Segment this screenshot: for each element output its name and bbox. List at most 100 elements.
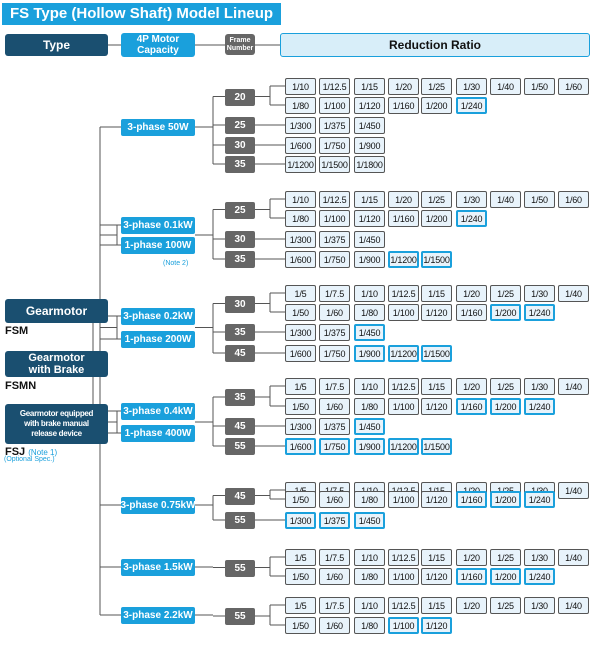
ratio-chip: 1/240 [524,304,555,321]
ratio-chip: 1/240 [524,491,555,508]
ratio-chip: 1/15 [421,549,452,566]
ratio-chip: 1/30 [524,378,555,395]
ratio-chip: 1/1500 [319,156,350,173]
ratio-chip: 1/10 [285,78,316,95]
note-1: (Note 1) [28,448,58,457]
ratio-chip: 1/450 [354,117,385,134]
ratio-chip: 1/900 [354,438,385,455]
ratio-chip: 1/200 [490,568,521,585]
ratio-chip: 1/60 [319,398,350,415]
ratio-chip: 1/15 [421,597,452,614]
frame-number-25-g2: 25 [225,201,255,219]
motor-capacity-2-2: 1-phase 100W [121,237,195,254]
ratio-chip: 1/10 [354,549,385,566]
ratio-chip: 1/5 [285,285,316,302]
ratio-chip: 1/15 [354,191,385,208]
motor-capacity-2-1: 3-phase 0.1kW [121,217,195,234]
header-type: Type [5,34,108,56]
ratio-chip: 1/20 [456,597,487,614]
ratio-chip: 1/160 [388,97,419,114]
motor-capacity-3-1: 3-phase 0.2kW [121,308,195,325]
type-gearmotor: Gearmotor [5,299,108,323]
ratio-chip: 1/375 [319,418,350,435]
ratio-chip: 1/5 [285,549,316,566]
ratio-chip: 1/300 [285,117,316,134]
optional-spec-note: (Optional Spec.) [4,456,55,463]
ratio-chip: 1/30 [524,285,555,302]
ratio-chip: 1/1500 [421,438,452,455]
ratio-chip: 1/50 [285,304,316,321]
frame-number-45-g4: 45 [225,418,255,435]
ratio-chip: 1/80 [285,97,316,114]
ratio-chip: 1/30 [524,549,555,566]
ratio-chip: 1/120 [421,617,452,634]
ratio-chip: 1/10 [285,191,316,208]
frame-number-30-g2: 30 [225,231,255,248]
ratio-chip: 1/120 [354,97,385,114]
ratio-chip: 1/20 [388,191,419,208]
ratio-chip: 1/750 [319,137,350,154]
ratio-chip: 1/7.5 [319,549,350,566]
ratio-chip: 1/50 [524,78,555,95]
ratio-chip: 1/600 [285,345,316,362]
ratio-chip: 1/12.5 [388,549,419,566]
ratio-chip: 1/10 [354,378,385,395]
ratio-chip: 1/12.5 [388,285,419,302]
ratio-chip: 1/1500 [421,345,452,362]
motor-capacity-3-2: 1-phase 200W [121,331,195,348]
frame-number-35-g3: 35 [225,324,255,341]
ratio-chip: 1/80 [354,304,385,321]
ratio-chip: 1/200 [490,304,521,321]
ratio-chip: 1/15 [421,285,452,302]
ratio-chip: 1/30 [456,191,487,208]
frame-number-35-g2: 35 [225,251,255,268]
ratio-chip: 1/12.5 [388,378,419,395]
ratio-chip: 1/200 [421,97,452,114]
header-reduction-ratio: Reduction Ratio [280,33,590,57]
frame-number-30-g1: 30 [225,137,255,154]
ratio-chip: 1/60 [558,191,589,208]
ratio-chip: 1/7.5 [319,597,350,614]
ratio-chip: 1/30 [456,78,487,95]
ratio-chip: 1/60 [319,304,350,321]
ratio-chip: 1/100 [388,491,419,508]
ratio-chip: 1/750 [319,345,350,362]
frame-number-35-g1: 35 [225,156,255,173]
ratio-chip: 1/1800 [354,156,385,173]
ratio-chip: 1/25 [421,78,452,95]
type-manual-release-model: FSJ (Note 1) [5,446,58,458]
ratio-chip: 1/200 [421,210,452,227]
ratio-chip: 1/80 [354,568,385,585]
ratio-chip: 1/1200 [285,156,316,173]
ratio-chip: 1/1500 [421,251,452,268]
ratio-chip: 1/25 [490,285,521,302]
ratio-chip: 1/40 [558,597,589,614]
ratio-chip: 1/240 [524,568,555,585]
motor-capacity-5-1: 3-phase 0.75kW [120,497,196,514]
ratio-chip: 1/80 [354,398,385,415]
ratio-chip: 1/120 [421,304,452,321]
ratio-chip: 1/450 [354,324,385,341]
ratio-chip: 1/600 [285,251,316,268]
ratio-chip: 1/40 [558,482,589,499]
ratio-chip: 1/100 [319,97,350,114]
ratio-chip: 1/120 [421,491,452,508]
ratio-chip: 1/160 [456,491,487,508]
ratio-chip: 1/300 [285,231,316,248]
ratio-chip: 1/12.5 [319,191,350,208]
frame-number-55-g6: 55 [225,559,255,577]
ratio-chip: 1/60 [558,78,589,95]
ratio-chip: 1/12.5 [319,78,350,95]
ratio-chip: 1/40 [558,285,589,302]
frame-number-55-g5: 55 [225,512,255,529]
ratio-chip: 1/100 [388,568,419,585]
motor-capacity-4-1: 3-phase 0.4kW [121,403,195,420]
ratio-chip: 1/240 [524,398,555,415]
frame-number-45-g3: 45 [225,345,255,362]
ratio-chip: 1/160 [388,210,419,227]
ratio-chip: 1/25 [490,549,521,566]
ratio-chip: 1/20 [388,78,419,95]
